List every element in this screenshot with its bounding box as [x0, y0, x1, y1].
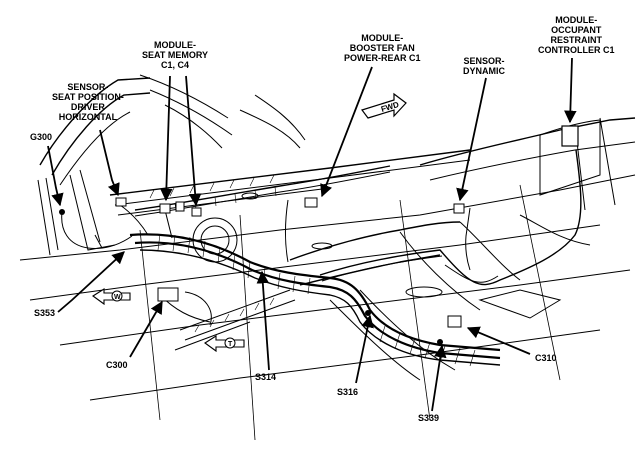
label-s314: S314: [255, 372, 277, 382]
w-text: W: [114, 294, 121, 301]
door-pillar: [37, 74, 306, 256]
main-harness: [129, 233, 501, 367]
label-module-booster-fan: MODULE- BOOSTER FAN POWER-REAR C1: [344, 33, 421, 63]
left-harness: [61, 204, 212, 326]
label-c300: C300: [106, 360, 128, 370]
label-g300: G300: [30, 132, 53, 142]
label-sensor-dynamic: SENSOR- DYNAMIC: [463, 56, 505, 76]
seat-track: [174, 217, 296, 351]
sill-harness: [134, 165, 391, 217]
w-arrow: W: [92, 287, 131, 306]
t-text: T: [228, 341, 233, 348]
label-s353: S353: [34, 308, 56, 318]
label-module-seat-memory: MODULE- SEAT MEMORY C1, C4: [142, 40, 209, 70]
label-s316: S316: [337, 387, 359, 397]
label-s339: S339: [418, 413, 440, 423]
label-sensor-seat-position: SENSOR- SEAT POSITION- DRIVER HORIZONTAL: [52, 82, 124, 122]
label-module-occupant: MODULE- OCCUPANT RESTRAINT CONTROLLER C1: [538, 15, 615, 55]
leader-lines: [47, 57, 577, 412]
connectors: [59, 125, 579, 345]
fwd-arrow: FWD: [361, 92, 407, 119]
label-c310: C310: [535, 353, 557, 363]
rear-harness: [284, 149, 582, 286]
rear-floor-riser: [241, 117, 636, 319]
t-arrow: T: [204, 334, 245, 353]
floor-pan: [19, 174, 636, 441]
